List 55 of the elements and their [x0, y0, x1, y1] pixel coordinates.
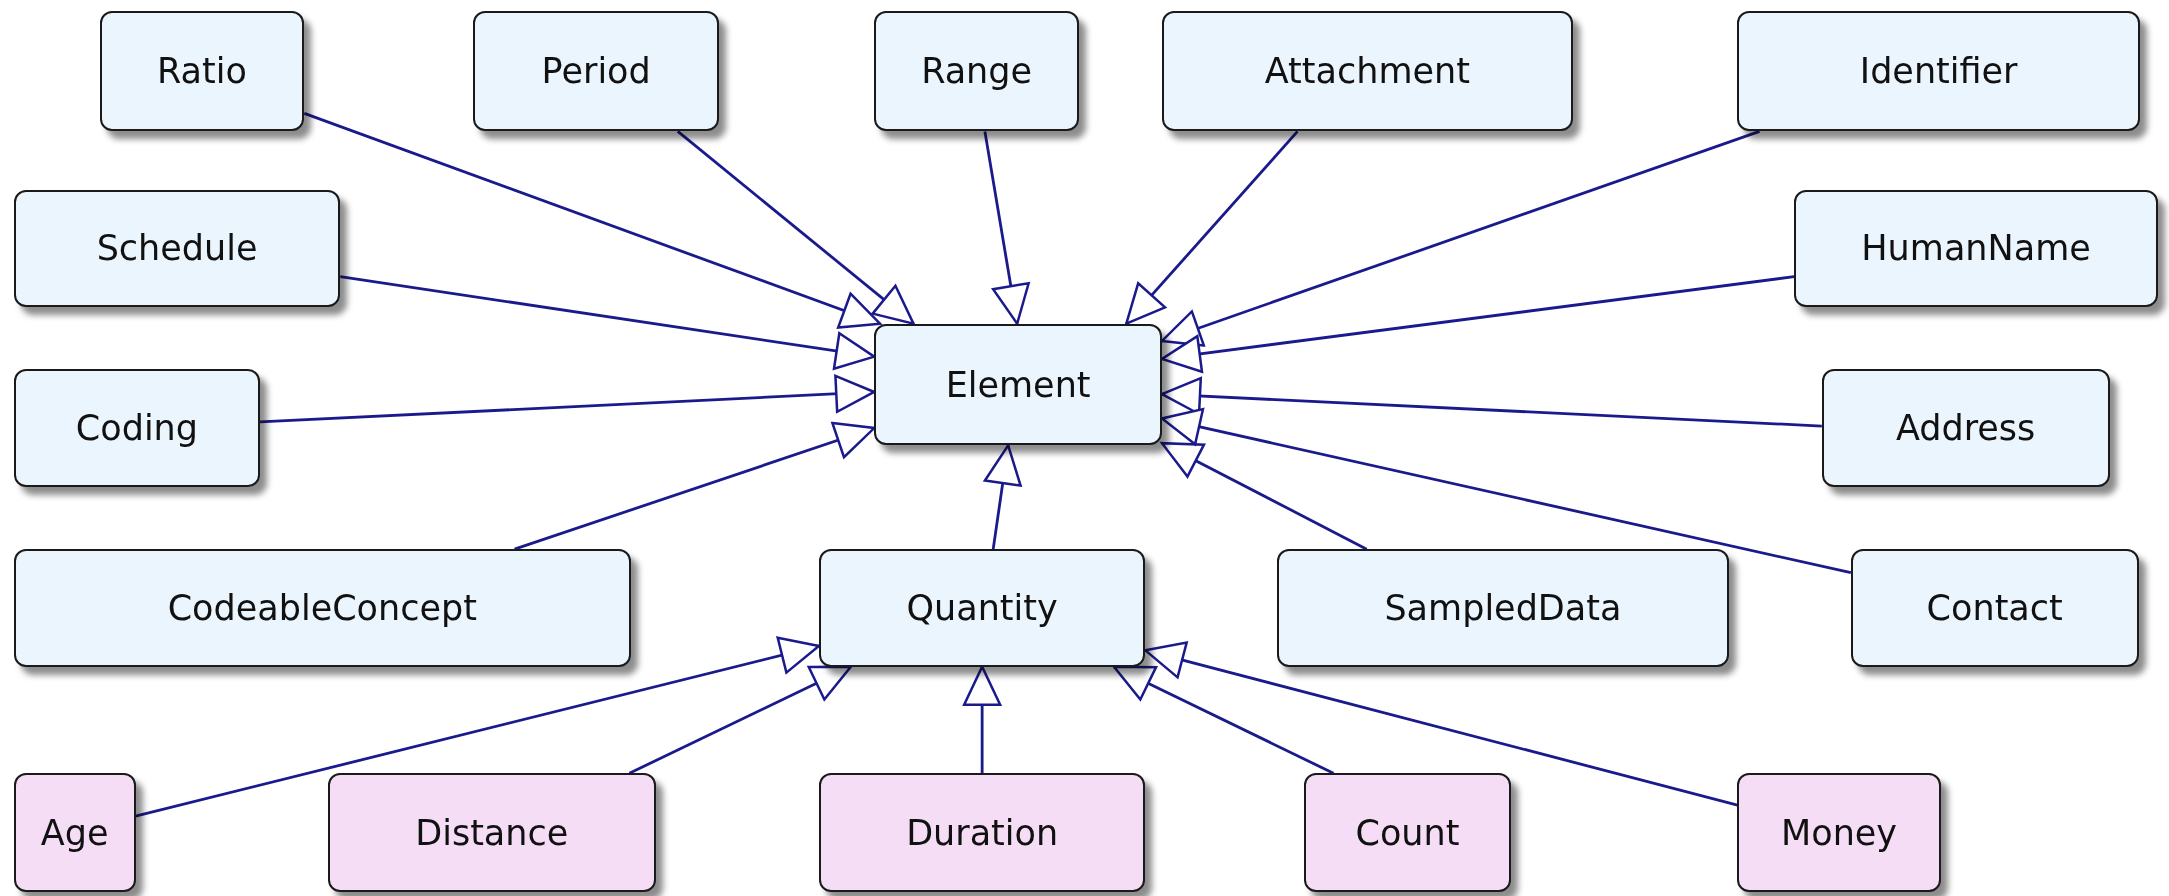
class-name: HumanName [1861, 228, 2091, 269]
inheritance-arrow [983, 131, 1030, 325]
class-name: Ratio [157, 51, 247, 92]
inheritance-arrow [1160, 376, 1822, 428]
inheritance-arrow [340, 275, 876, 371]
class-box [1276, 549, 1730, 667]
inheritance-arrow [1112, 665, 1335, 775]
inheritance-arrow [1125, 130, 1299, 325]
class-name: Age [40, 812, 109, 853]
inheritance-arrow [1160, 130, 1760, 347]
class-name: Contact [1926, 587, 2063, 628]
class-box [1161, 11, 1573, 132]
inheritance-arrow [628, 665, 853, 775]
inheritance-arrow [260, 374, 876, 424]
class-name: Period [541, 51, 651, 92]
class-box [473, 11, 720, 132]
inheritance-arrow [303, 112, 882, 329]
class-name: Count [1355, 812, 1460, 853]
class-box [99, 11, 305, 132]
class-name: CodeableConcept [167, 587, 477, 628]
class-box [1737, 773, 1941, 893]
inheritance-arrow [1160, 441, 1368, 551]
class-box [1304, 773, 1511, 893]
class-box [874, 11, 1079, 132]
class-box [13, 189, 341, 308]
class-box [13, 549, 631, 667]
class-name: Address [1895, 408, 2036, 449]
class-box [1794, 189, 2158, 308]
class-box [327, 773, 656, 893]
inheritance-arrow [1144, 641, 1738, 807]
class-name: Duration [906, 812, 1059, 853]
class-name: Range [921, 51, 1033, 92]
class-box [1850, 549, 2139, 667]
class-box [818, 549, 1146, 667]
class-name: Quantity [906, 587, 1058, 628]
inheritance-arrow [1160, 275, 1795, 374]
class-name: Coding [75, 408, 199, 449]
class-box [13, 369, 261, 487]
class-name: SampledData [1384, 587, 1622, 628]
class-name: Element [945, 364, 1091, 405]
class-name: Identifier [1859, 51, 2018, 92]
class-box [818, 773, 1146, 893]
inheritance-arrow [983, 444, 1022, 550]
class-name: Distance [415, 812, 569, 853]
inheritance-arrow [676, 130, 915, 325]
inheritance-arrow [1160, 407, 1852, 575]
class-name: Schedule [96, 228, 258, 269]
class-box [1737, 11, 2140, 132]
inheritance-arrow [514, 421, 876, 551]
class-box [1821, 369, 2110, 487]
class-name: Money [1781, 812, 1898, 853]
inheritance-arrow [962, 665, 1002, 774]
class-name: Attachment [1264, 51, 1470, 92]
class-box [13, 773, 136, 893]
class-box [874, 323, 1162, 446]
